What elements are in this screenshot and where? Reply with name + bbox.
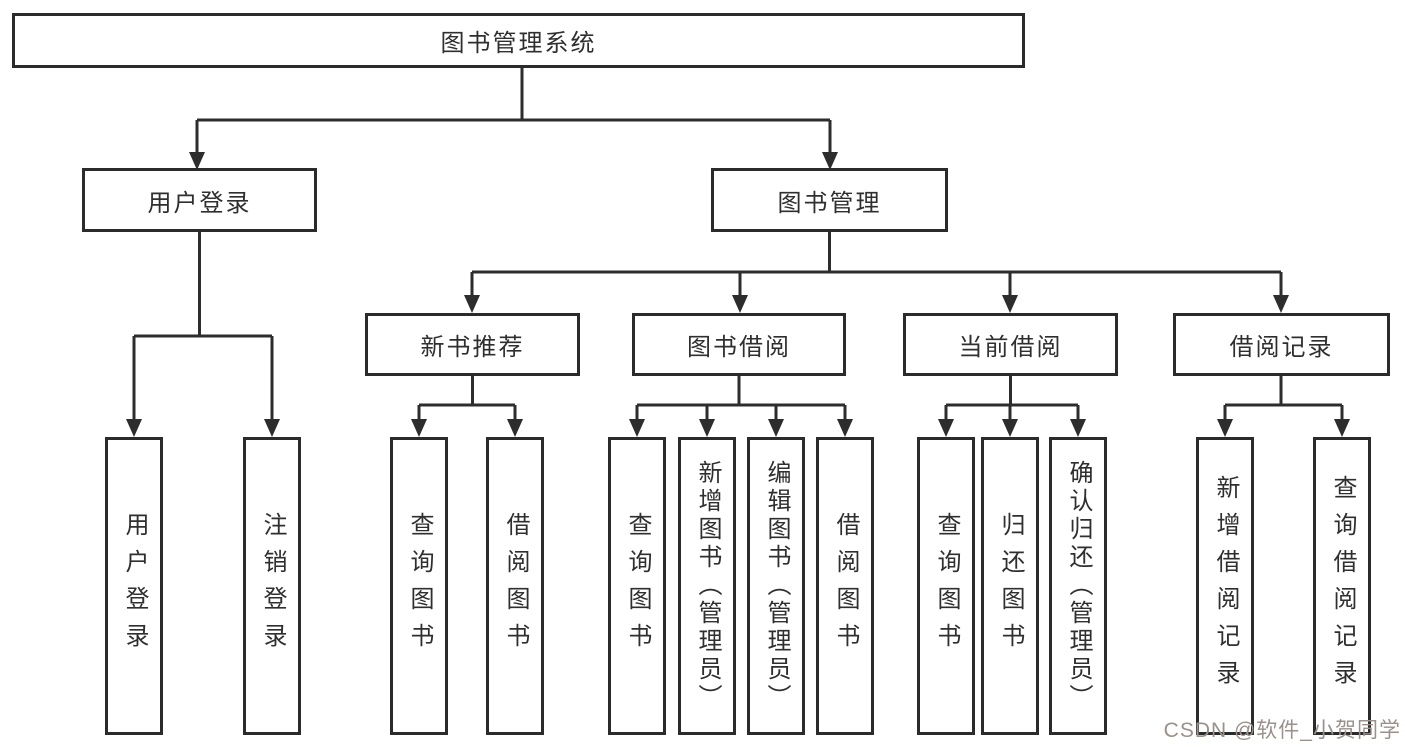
node-borrow-records-label: 借阅记录 bbox=[1229, 334, 1334, 361]
leaf-label: 借阅图书 bbox=[502, 512, 529, 660]
node-root: 图书管理系统 bbox=[12, 13, 1025, 68]
leaf-label: 确认归还（管理员） bbox=[1065, 460, 1092, 712]
node-book-borrow: 图书借阅 bbox=[632, 313, 846, 376]
leaf-label: 借阅图书 bbox=[832, 512, 859, 660]
leaf-bb-query-book: 查询图书 bbox=[608, 437, 666, 735]
node-user-login: 用户登录 bbox=[82, 168, 317, 232]
leaf-cb-confirm-return-admin: 确认归还（管理员） bbox=[1049, 437, 1107, 735]
leaf-nbr-borrow-book: 借阅图书 bbox=[486, 437, 544, 735]
leaf-logout: 注销登录 bbox=[243, 437, 301, 735]
leaf-cb-return-book: 归还图书 bbox=[981, 437, 1039, 735]
node-new-book-recommend: 新书推荐 bbox=[365, 313, 580, 376]
leaf-label: 归还图书 bbox=[997, 512, 1024, 660]
leaf-label: 新增图书（管理员） bbox=[694, 460, 721, 712]
leaf-label: 用户登录 bbox=[121, 512, 148, 660]
leaf-user-login: 用户登录 bbox=[105, 437, 163, 735]
csdn-watermark: CSDN @软件_小贺同学 bbox=[1163, 719, 1401, 742]
leaf-label: 编辑图书（管理员） bbox=[763, 460, 790, 712]
leaf-label: 查询图书 bbox=[624, 512, 651, 660]
leaf-bb-edit-book-admin: 编辑图书（管理员） bbox=[747, 437, 805, 735]
node-book-borrow-label: 图书借阅 bbox=[687, 334, 791, 361]
node-user-login-label: 用户登录 bbox=[147, 189, 252, 217]
leaf-cb-query-book: 查询图书 bbox=[917, 437, 975, 735]
leaf-label: 注销登录 bbox=[259, 512, 286, 660]
node-new-book-recommend-label: 新书推荐 bbox=[420, 334, 525, 361]
node-current-borrow-label: 当前借阅 bbox=[958, 334, 1063, 361]
node-root-label: 图书管理系统 bbox=[440, 30, 597, 57]
leaf-label: 查询图书 bbox=[406, 512, 433, 660]
leaf-bb-add-book-admin: 新增图书（管理员） bbox=[678, 437, 736, 735]
leaf-nbr-query-book: 查询图书 bbox=[390, 437, 448, 735]
leaf-label: 新增借阅记录 bbox=[1212, 475, 1239, 697]
leaf-bb-borrow-book: 借阅图书 bbox=[816, 437, 874, 735]
node-book-management-label: 图书管理 bbox=[777, 189, 882, 217]
leaf-br-query-record: 查询借阅记录 bbox=[1313, 437, 1371, 735]
leaf-label: 查询图书 bbox=[933, 512, 960, 660]
node-borrow-records: 借阅记录 bbox=[1173, 313, 1390, 376]
node-book-management: 图书管理 bbox=[711, 168, 948, 232]
leaf-br-add-record: 新增借阅记录 bbox=[1196, 437, 1254, 735]
node-current-borrow: 当前借阅 bbox=[903, 313, 1118, 376]
leaf-label: 查询借阅记录 bbox=[1329, 475, 1356, 697]
